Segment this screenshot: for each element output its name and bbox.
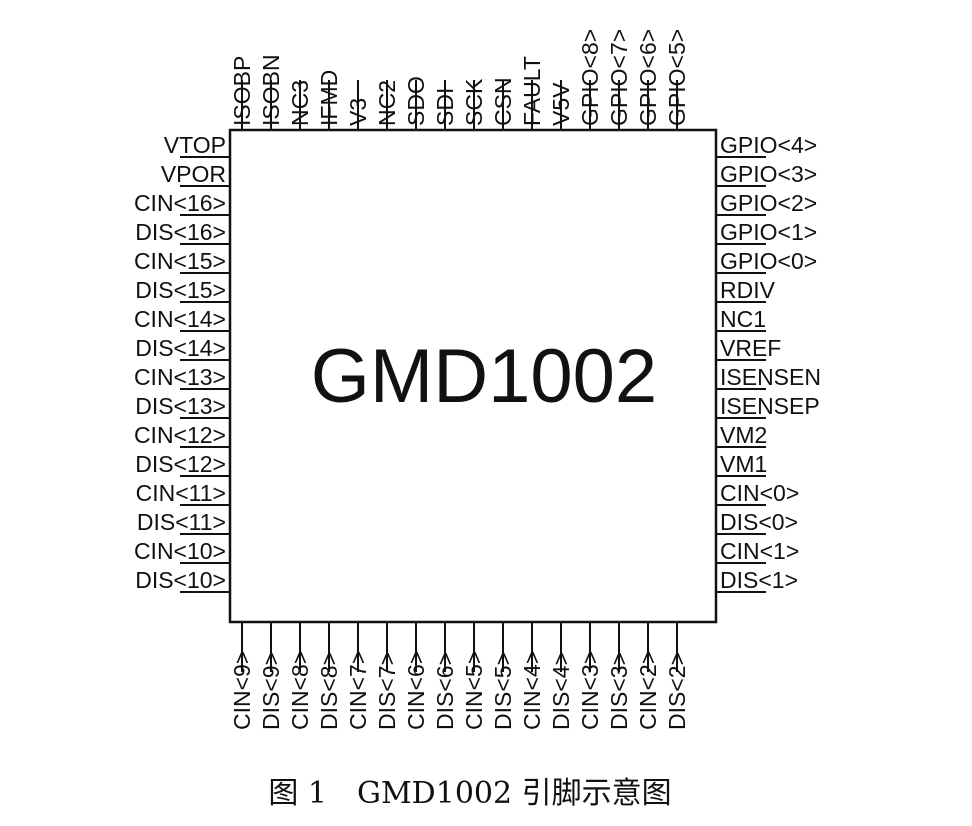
left-pin-label-dis-13: DIS<13> (135, 393, 226, 419)
top-pin-label-v5v: V5V (548, 82, 574, 126)
bottom-pin-label-dis-6: DIS<6> (432, 652, 458, 730)
right-pin-label-gpio-3: GPIO<3> (720, 161, 817, 187)
left-pin-label-dis-14: DIS<14> (135, 335, 226, 361)
top-pin-label-sdo: SDO (403, 76, 429, 126)
left-pin-label-cin-16: CIN<16> (134, 190, 226, 216)
top-pin-label-gpio-6: GPIO<6> (635, 29, 661, 126)
left-pin-group: VTOP VPOR CIN<16> DIS<16> CIN<15> DIS<15> CIN<… (134, 132, 230, 593)
chip-name: GMD1002 (311, 334, 657, 419)
bottom-pin-label-cin-7: CIN<7> (345, 651, 371, 730)
bottom-pin-label-dis-9: DIS<9> (258, 652, 284, 730)
top-pin-label-gpio-7: GPIO<7> (606, 29, 632, 126)
right-pin-label-cin-1: CIN<1> (720, 538, 799, 564)
left-pin-label-cin-12: CIN<12> (134, 422, 226, 448)
right-pin-label-cin-0: CIN<0> (720, 480, 799, 506)
right-pin-label-dis-1: DIS<1> (720, 567, 798, 593)
left-pin-label-cin-15: CIN<15> (134, 248, 226, 274)
bottom-pin-label-cin-3: CIN<3> (577, 651, 603, 730)
left-pin-label-dis-12: DIS<12> (135, 451, 226, 477)
bottom-pin-label-cin-5: CIN<5> (461, 651, 487, 730)
bottom-pin-label-dis-3: DIS<3> (606, 652, 632, 730)
bottom-pin-label-dis-5: DIS<5> (490, 652, 516, 730)
figure-caption: 图 1 GMD1002 引脚示意图 (268, 776, 671, 811)
right-pin-label-nc1: NC1 (720, 306, 766, 332)
bottom-pin-label-cin-2: CIN<2> (635, 651, 661, 730)
bottom-pin-label-dis-2: DIS<2> (664, 652, 690, 730)
left-pin-label-dis-11: DIS<11> (137, 509, 226, 535)
right-pin-label-vm1: VM1 (720, 451, 767, 477)
right-pin-label-gpio-1: GPIO<1> (720, 219, 817, 245)
bottom-pin-label-cin-9: CIN<9> (229, 651, 255, 730)
right-pin-label-gpio-4: GPIO<4> (720, 132, 817, 158)
top-pin-label-csn: CSN (490, 77, 516, 126)
bottom-pin-label-cin-6: CIN<6> (403, 651, 429, 730)
right-pin-label-rdiv: RDIV (720, 277, 776, 303)
chip-body (228, 128, 718, 624)
top-pin-label-gpio-5: GPIO<5> (664, 29, 690, 126)
top-pin-label-isobn: ISOBN (258, 54, 284, 126)
bottom-pin-label-cin-4: CIN<4> (519, 651, 545, 730)
top-pin-label-sdi: SDI (432, 88, 458, 126)
left-pin-label-vpor: VPOR (161, 161, 226, 187)
top-pin-label-v3: V3 (345, 98, 371, 126)
top-pin-label-sck: SCK (461, 78, 487, 126)
left-pin-label-cin-14: CIN<14> (134, 306, 226, 332)
bottom-pin-label-cin-8: CIN<8> (287, 651, 313, 730)
top-pin-label-nc2: NC2 (374, 80, 400, 126)
right-pin-label-gpio-0: GPIO<0> (720, 248, 817, 274)
left-pin-label-dis-16: DIS<16> (135, 219, 226, 245)
top-pin-label-ifmd: IFMD (316, 70, 342, 126)
bottom-pin-label-dis-7: DIS<7> (374, 652, 400, 730)
left-pin-label-cin-10: CIN<10> (134, 538, 226, 564)
right-pin-label-dis-0: DIS<0> (720, 509, 798, 535)
top-pin-label-isobp: ISOBP (229, 56, 255, 126)
right-pin-label-vm2: VM2 (720, 422, 767, 448)
right-pin-label-isensen: ISENSEN (720, 364, 821, 390)
right-pin-label-gpio-2: GPIO<2> (720, 190, 817, 216)
left-pin-label-vtop: VTOP (164, 132, 226, 158)
left-pin-label-cin-13: CIN<13> (134, 364, 226, 390)
top-pin-label-nc3: NC3 (287, 80, 313, 126)
bottom-pin-label-dis-8: DIS<8> (316, 652, 342, 730)
left-pin-label-dis-10: DIS<10> (135, 567, 226, 593)
right-pin-label-isensep: ISENSEP (720, 393, 820, 419)
bottom-pin-group: CIN<9>DIS<9>CIN<8>DIS<8>CIN<7>DIS<7>CIN<… (229, 622, 690, 730)
right-pin-group: GPIO<4> GPIO<3> GPIO<2> GPIO<1> GPIO<0> RDIV N… (716, 132, 821, 593)
left-pin-label-cin-11: CIN<11> (136, 480, 226, 506)
bottom-pin-label-dis-4: DIS<4> (548, 652, 574, 730)
top-pin-label-fault: FAULT (519, 56, 545, 126)
right-pin-label-vref: VREF (720, 335, 781, 361)
left-pin-label-dis-15: DIS<15> (135, 277, 226, 303)
top-pin-label-gpio-8: GPIO<8> (577, 29, 603, 126)
